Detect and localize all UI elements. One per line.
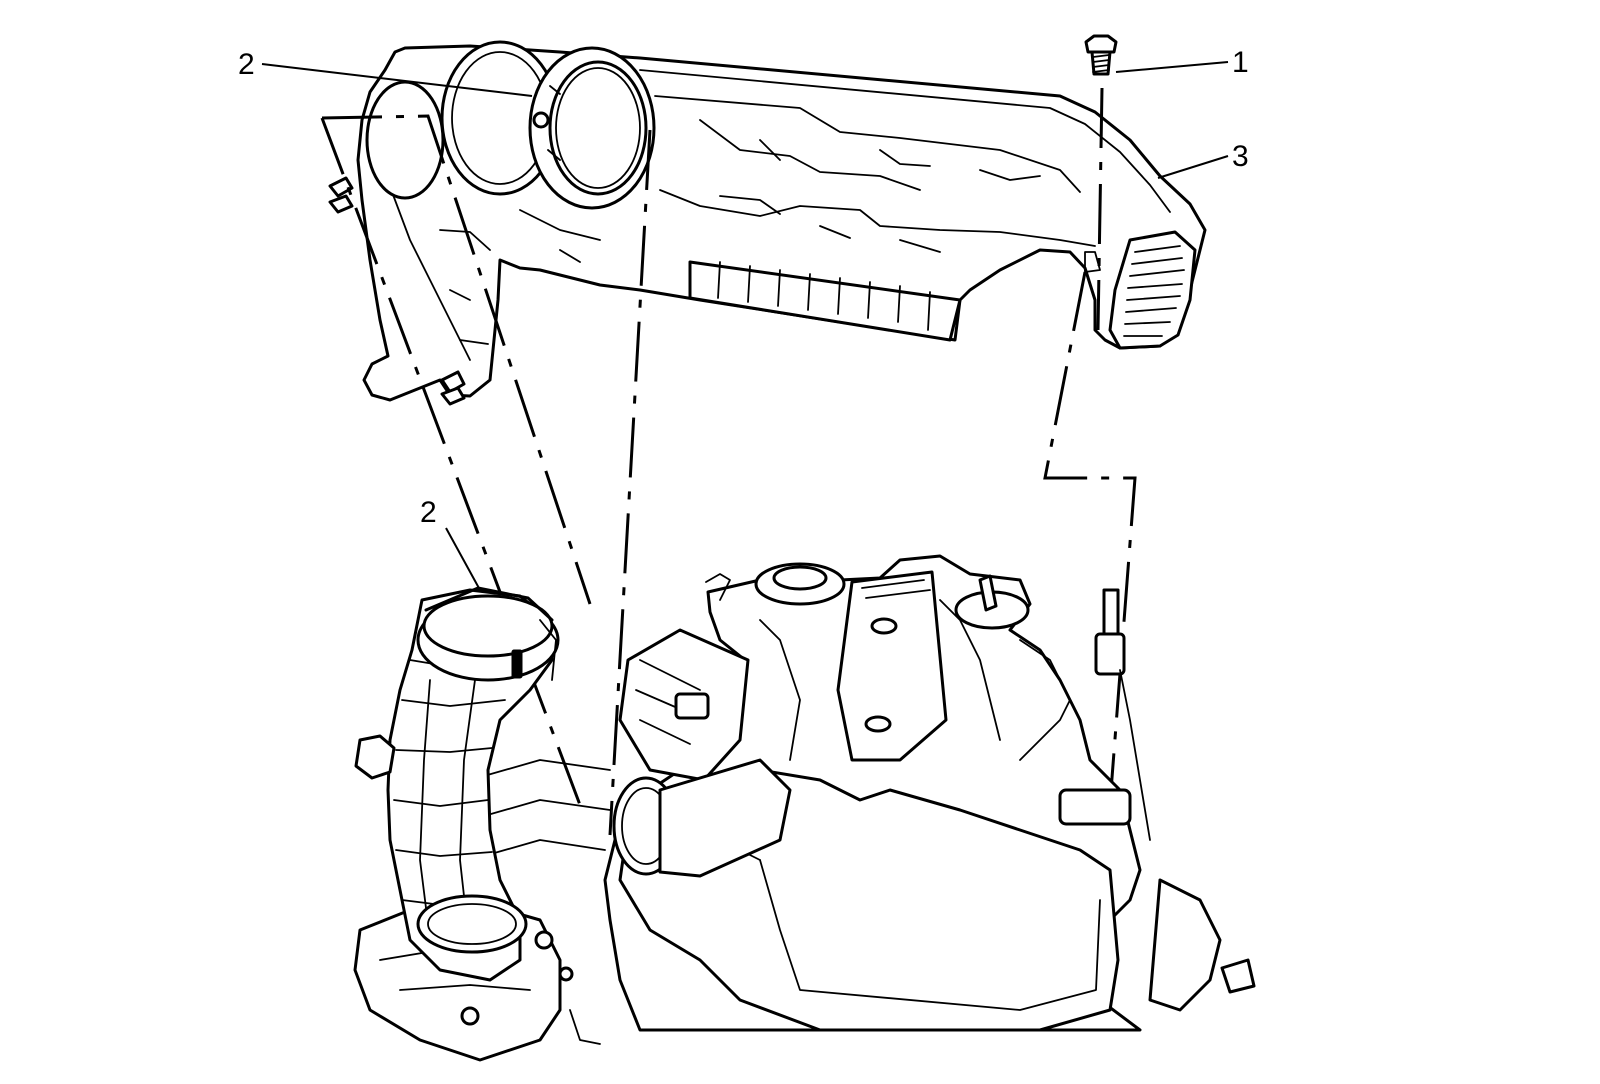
callout-2-lower: 2 <box>420 496 437 529</box>
callout-3: 3 <box>1232 140 1249 173</box>
callout-2-upper: 2 <box>238 48 255 81</box>
engine-assembly <box>353 554 1256 1062</box>
explode-guide-lines <box>320 87 1137 836</box>
intake-duct <box>354 586 560 982</box>
callout-leaders <box>261 61 1229 591</box>
callout-labels: 1 2 2 3 <box>238 46 1249 529</box>
upper-clamp <box>528 46 656 210</box>
lower-clamp <box>416 586 560 682</box>
air-cleaner-housing <box>328 40 1207 406</box>
callout-1: 1 <box>1232 46 1249 79</box>
bolt <box>1084 34 1118 76</box>
